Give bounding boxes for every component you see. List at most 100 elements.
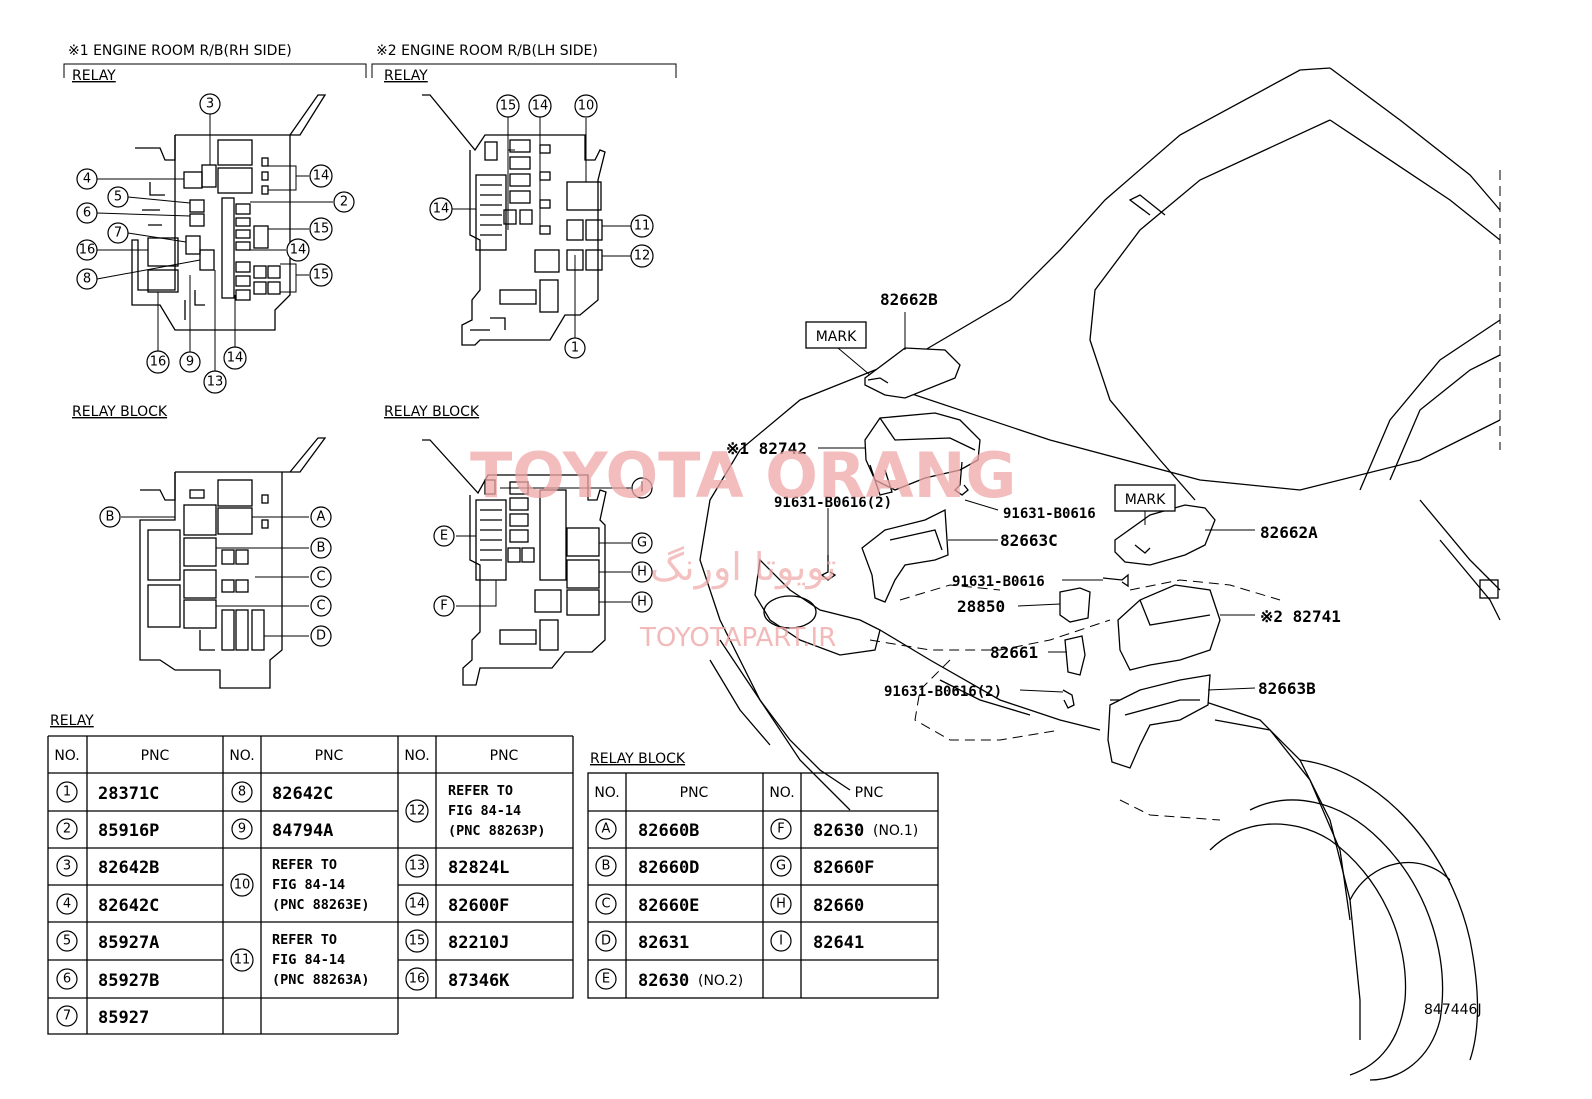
mark-label-box-1 <box>805 321 867 349</box>
callout-13: 13 <box>207 375 224 390</box>
part-28850[interactable]: 28850 <box>957 597 1005 616</box>
relay-block-row-pnc[interactable]: 82630 <box>638 971 689 991</box>
rh-relay-block-heading: RELAY BLOCK <box>72 404 168 420</box>
relay-row-pnc[interactable]: 85916P <box>98 821 159 841</box>
relay-row-refer[interactable]: REFER TO <box>272 932 337 948</box>
part-82663B[interactable]: 82663B <box>1258 679 1316 698</box>
callout-15: 15 <box>500 99 517 114</box>
relay-row-pnc[interactable]: 85927 <box>98 1008 149 1028</box>
callout-5: 5 <box>114 190 122 205</box>
callout-G: G <box>637 536 647 551</box>
callout-1: 1 <box>571 341 579 356</box>
relay-row-no: 12 <box>409 804 426 819</box>
relay-block-row-no: A <box>602 822 611 837</box>
relay-row-refer-fig[interactable]: FIG 84-14 <box>272 952 345 968</box>
relay-col-pnc-2: PNC <box>315 748 344 764</box>
part-82661[interactable]: 82661 <box>990 643 1038 662</box>
relay-row-no: 8 <box>238 785 246 800</box>
relay-col-no-2: NO. <box>229 748 254 764</box>
relay-row-pnc[interactable]: 82642C <box>272 784 333 804</box>
callout-2: 2 <box>340 195 348 210</box>
relay-row-pnc[interactable]: 82642C <box>98 896 159 916</box>
relay-row-no: 11 <box>234 953 251 968</box>
relay-table-col3: 12 REFER TO FIG 84-14 (PNC 88263P) 13 82… <box>405 783 546 991</box>
relay-block-row-pnc[interactable]: 82660F <box>813 858 874 878</box>
relay-block-row-pnc[interactable]: 82641 <box>813 933 864 953</box>
relay-block-table-col1: A 82660B B 82660D C 82660E D 82631 E 826… <box>595 818 743 991</box>
relay-row-refer-pnc[interactable]: (PNC 88263E) <box>272 897 370 913</box>
relay-block-row-no: G <box>776 859 786 874</box>
relay-col-no-3: NO. <box>404 748 429 764</box>
relay-row-pnc[interactable]: 28371C <box>98 784 159 804</box>
watermark-url: TOYOTAPART.IR <box>639 623 836 653</box>
callout-15: 15 <box>313 268 330 283</box>
callout-16: 16 <box>79 243 96 258</box>
relay-block-row-pnc[interactable]: 82631 <box>638 933 689 953</box>
rh-relay-block-leaders <box>121 516 309 637</box>
mark-label-box-2 <box>1114 484 1176 512</box>
part-82742[interactable]: ※1 82742 <box>726 439 807 458</box>
relay-block-col-no-1: NO. <box>594 785 619 801</box>
callout-B: B <box>317 541 326 556</box>
relay-row-pnc[interactable]: 87346K <box>448 971 510 991</box>
callout-14: 14 <box>433 202 450 217</box>
callout-C: C <box>316 570 325 585</box>
relay-row-no: 2 <box>63 822 71 837</box>
relay-block-row-pnc[interactable]: 82660E <box>638 896 699 916</box>
bolt-91631-B0616-mid[interactable]: 91631-B0616 <box>952 574 1045 590</box>
part-82662B[interactable]: 82662B <box>880 290 938 309</box>
relay-block-row-pnc[interactable]: 82660B <box>638 821 699 841</box>
vehicle-front-drawing <box>699 67 1501 1081</box>
callout-7: 7 <box>114 226 122 241</box>
part-82741[interactable]: ※2 82741 <box>1260 607 1341 626</box>
relay-block-row-pnc[interactable]: 82660 <box>813 896 864 916</box>
mark-label-2: MARK <box>1125 492 1166 508</box>
relay-block-row-pnc[interactable]: 82660D <box>638 858 699 878</box>
relay-block-row-pnc[interactable]: 82630 <box>813 821 864 841</box>
relay-row-refer[interactable]: REFER TO <box>448 783 513 799</box>
relay-row-pnc[interactable]: 82600F <box>448 896 509 916</box>
relay-row-no: 3 <box>63 859 71 874</box>
relay-row-pnc[interactable]: 84794A <box>272 821 333 841</box>
callout-12: 12 <box>634 249 651 264</box>
relay-block-table-title: RELAY BLOCK <box>590 751 686 767</box>
relay-block-row-no: D <box>601 934 611 949</box>
relay-row-pnc[interactable]: 82210J <box>448 933 509 953</box>
relay-row-pnc[interactable]: 82824L <box>448 858 509 878</box>
callout-H: H <box>637 595 647 610</box>
bolt-91631-B0616-2-lower[interactable]: 91631-B0616(2) <box>884 684 1002 700</box>
relay-block-row-note: (NO.2) <box>698 973 743 989</box>
relay-row-refer-pnc[interactable]: (PNC 88263P) <box>448 823 546 839</box>
part-82663C[interactable]: 82663C <box>1000 531 1058 550</box>
callout-circles: 3 4 5 6 7 16 8 14 2 15 14 15 16 9 14 13 … <box>76 93 654 647</box>
bolt-91631-B0616-right[interactable]: 91631-B0616 <box>1003 506 1096 522</box>
callout-14: 14 <box>313 169 330 184</box>
relay-row-pnc[interactable]: 82642B <box>98 858 159 878</box>
callout-C: C <box>316 599 325 614</box>
relay-row-refer[interactable]: REFER TO <box>272 857 337 873</box>
relay-block-row-no: I <box>779 934 783 949</box>
figure-number: 847446J <box>1424 1002 1482 1018</box>
part-82662A[interactable]: 82662A <box>1260 523 1318 542</box>
relay-block-row-no: F <box>777 822 784 837</box>
callout-14: 14 <box>290 243 307 258</box>
lh-side-title: ※2 ENGINE ROOM R/B(LH SIDE) <box>376 43 598 59</box>
relay-row-refer-fig[interactable]: FIG 84-14 <box>272 877 345 893</box>
relay-row-pnc[interactable]: 85927A <box>98 933 159 953</box>
relay-row-no: 15 <box>409 934 426 949</box>
relay-row-refer-pnc[interactable]: (PNC 88263A) <box>272 972 370 988</box>
relay-row-no: 1 <box>63 785 71 800</box>
rh-relay-leaders <box>96 114 333 372</box>
relay-row-no: 4 <box>63 897 71 912</box>
callout-16: 16 <box>150 355 167 370</box>
bolt-91631-B0616-2-upper[interactable]: 91631-B0616(2) <box>774 495 892 511</box>
relay-block-col-pnc-2: PNC <box>855 785 884 801</box>
relay-row-refer-fig[interactable]: FIG 84-14 <box>448 803 521 819</box>
relay-row-pnc[interactable]: 85927B <box>98 971 159 991</box>
relay-row-no: 6 <box>63 972 71 987</box>
relay-block-row-note: (NO.1) <box>873 823 918 839</box>
relay-col-no-1: NO. <box>54 748 79 764</box>
relay-table-col2: 8 82642C 9 84794A 10 REFER TO FIG 84-14 … <box>230 781 370 988</box>
rh-relay-box-drawing <box>131 94 327 331</box>
relay-block-col-no-2: NO. <box>769 785 794 801</box>
